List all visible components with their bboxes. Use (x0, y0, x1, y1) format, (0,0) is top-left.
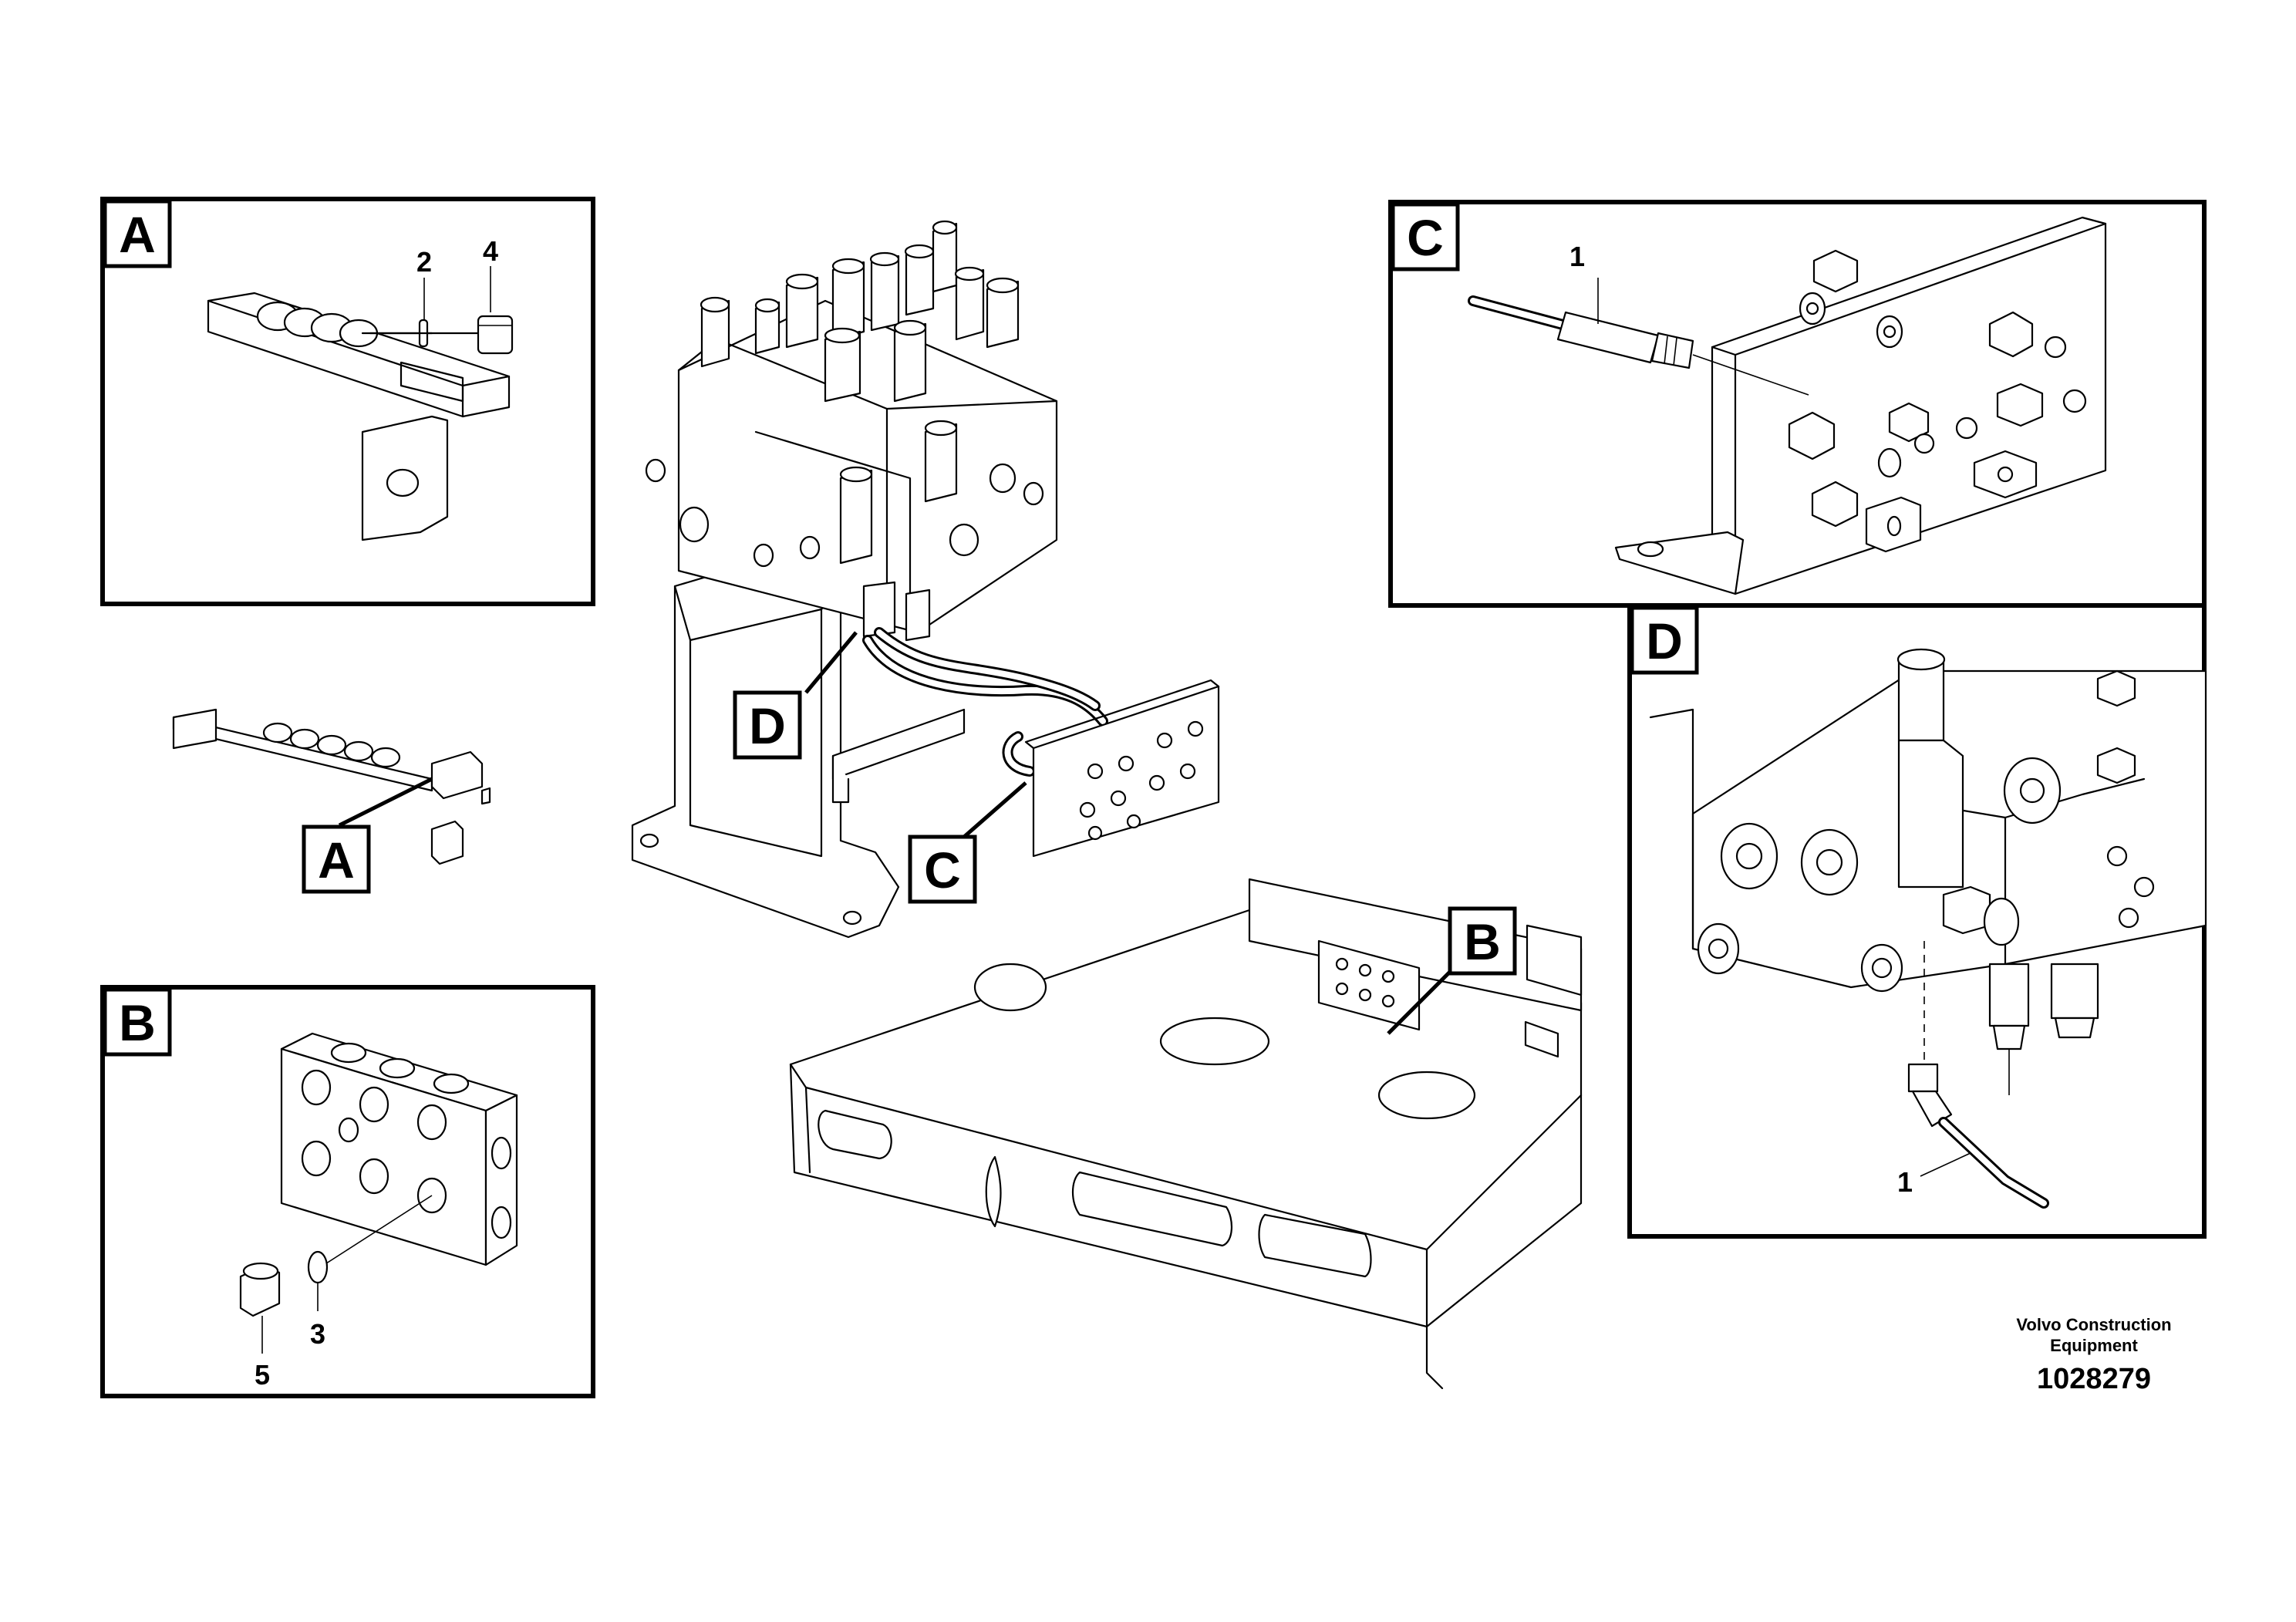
part-number-1-c: 1 (1569, 241, 1585, 272)
svg-text:A: A (318, 831, 355, 889)
company-line-1: Volvo Construction (2016, 1315, 2171, 1334)
callout-a: A (302, 824, 371, 894)
callout-c: C (908, 835, 977, 904)
footer: Volvo Construction Equipment 1028279 (2016, 1315, 2171, 1395)
svg-text:C: C (924, 841, 961, 899)
detail-d-tag: D (1646, 612, 1683, 669)
detail-a-tag: A (119, 206, 156, 263)
svg-text:D: D (749, 697, 786, 754)
svg-text:B: B (1464, 913, 1501, 970)
detail-view-a: A 2 4 (100, 197, 595, 606)
detail-view-b: B 5 3 (100, 985, 595, 1398)
detail-view-c: C (1388, 200, 2207, 608)
detail-c-tag: C (1407, 209, 1444, 266)
callout-b: B (1448, 906, 1517, 976)
part-number-3: 3 (310, 1318, 325, 1350)
drawing-number: 1028279 (2037, 1363, 2151, 1395)
detail-b-tag: B (119, 994, 156, 1051)
main-assembly-view (172, 220, 1583, 1390)
part-number-4: 4 (483, 235, 498, 267)
part-number-2: 2 (416, 246, 432, 278)
part-number-1-d: 1 (1897, 1166, 1913, 1198)
callout-d: D (733, 690, 802, 760)
part-number-5: 5 (255, 1359, 270, 1391)
company-line-2: Equipment (2050, 1336, 2138, 1355)
detail-view-d: D 1 (1627, 603, 2207, 1239)
